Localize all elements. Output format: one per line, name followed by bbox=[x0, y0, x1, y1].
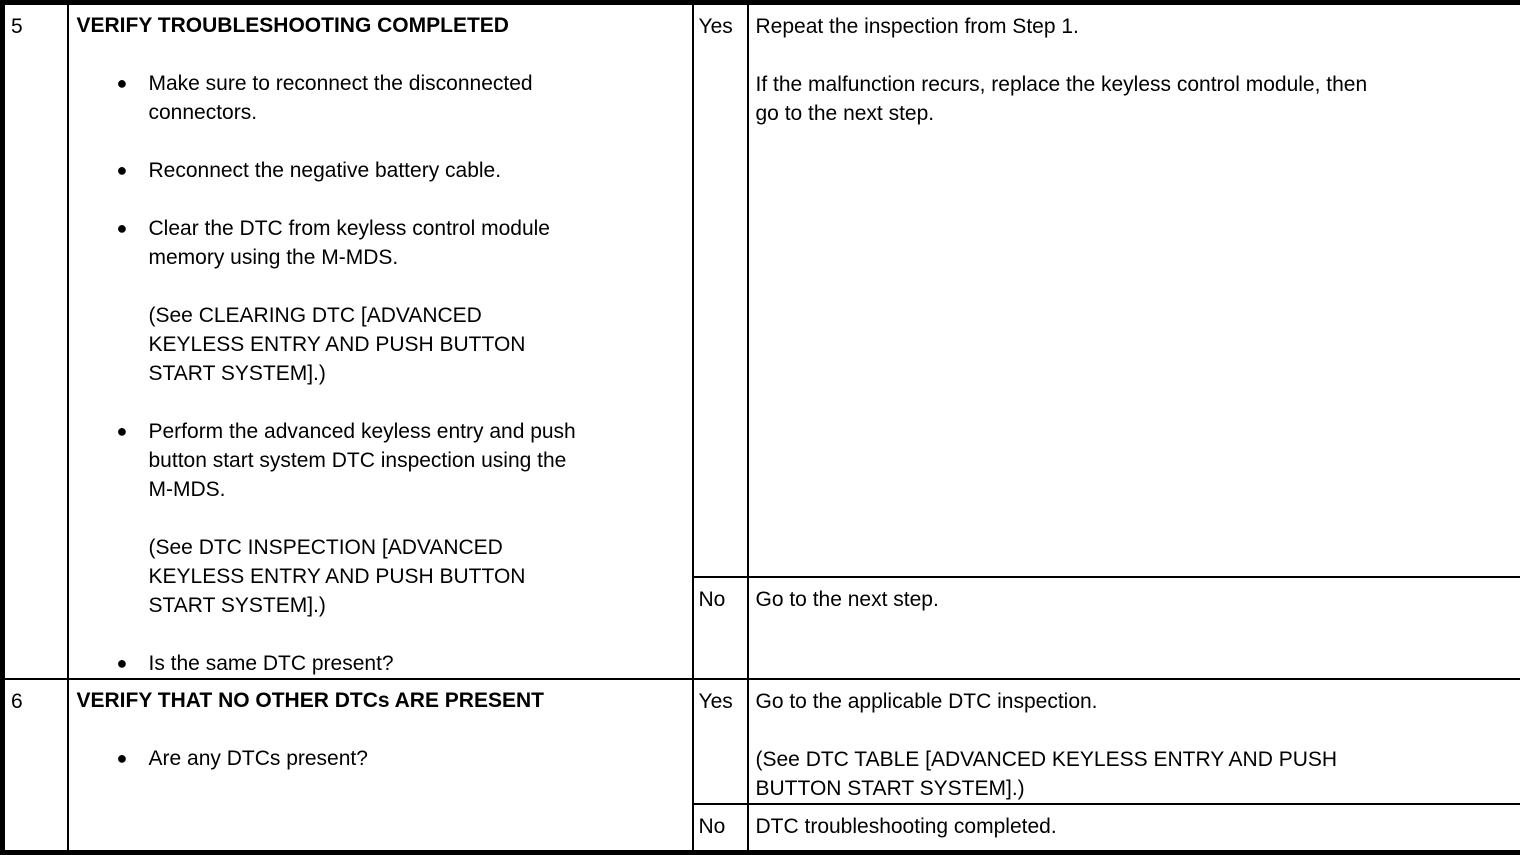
bullet-icon: ● bbox=[117, 214, 149, 272]
bullet-item: ● Make sure to reconnect the disconnecte… bbox=[117, 69, 686, 127]
action-cell: VERIFY THAT NO OTHER DTCs ARE PRESENT ● … bbox=[68, 679, 693, 852]
answer-cell-no: No bbox=[693, 804, 748, 852]
answer-cell-yes: Yes bbox=[693, 679, 748, 804]
result-text: Go to the applicable DTC inspection. (Se… bbox=[756, 687, 1515, 803]
table-row: 6 VERIFY THAT NO OTHER DTCs ARE PRESENT … bbox=[3, 679, 1520, 804]
result-cell: Go to the next step. bbox=[748, 577, 1520, 679]
result-cell: Go to the applicable DTC inspection. (Se… bbox=[748, 679, 1520, 804]
bullet-text: Is the same DTC present? bbox=[149, 649, 394, 678]
result-cell: DTC troubleshooting completed. bbox=[748, 804, 1520, 852]
answer-cell-yes: Yes bbox=[693, 3, 748, 577]
bullet-text: Reconnect the negative battery cable. bbox=[149, 156, 502, 185]
bullet-item: ● Perform the advanced keyless entry and… bbox=[117, 417, 686, 504]
table-row: 5 VERIFY TROUBLESHOOTING COMPLETED ● Mak… bbox=[3, 3, 1520, 577]
bullet-item: ● Are any DTCs present? bbox=[117, 744, 686, 773]
bullet-item: ● Is the same DTC present? bbox=[117, 649, 686, 678]
see-reference-note: (See DTC INSPECTION [ADVANCED KEYLESS EN… bbox=[149, 533, 686, 620]
bullet-icon: ● bbox=[117, 417, 149, 504]
step-title: VERIFY THAT NO OTHER DTCs ARE PRESENT bbox=[77, 686, 686, 715]
bullet-icon: ● bbox=[117, 649, 149, 678]
bullet-text: Perform the advanced keyless entry and p… bbox=[149, 417, 576, 504]
bullet-text: Make sure to reconnect the disconnected … bbox=[149, 69, 533, 127]
bullet-icon: ● bbox=[117, 744, 149, 773]
answer-cell-no: No bbox=[693, 577, 748, 679]
bullet-item: ● Clear the DTC from keyless control mod… bbox=[117, 214, 686, 272]
bullet-icon: ● bbox=[117, 156, 149, 185]
bullet-text: Clear the DTC from keyless control modul… bbox=[149, 214, 550, 272]
step-title: VERIFY TROUBLESHOOTING COMPLETED bbox=[77, 11, 686, 40]
see-reference-note: (See CLEARING DTC [ADVANCED KEYLESS ENTR… bbox=[149, 301, 686, 388]
result-text: DTC troubleshooting completed. bbox=[756, 812, 1515, 841]
action-cell: VERIFY TROUBLESHOOTING COMPLETED ● Make … bbox=[68, 3, 693, 680]
bullet-icon: ● bbox=[117, 69, 149, 127]
step-number-cell: 6 bbox=[3, 679, 68, 852]
bullet-item: ● Reconnect the negative battery cable. bbox=[117, 156, 686, 185]
step-number-cell: 5 bbox=[3, 3, 68, 680]
result-text: Go to the next step. bbox=[756, 585, 1515, 614]
result-text: Repeat the inspection from Step 1. If th… bbox=[756, 12, 1515, 128]
result-cell: Repeat the inspection from Step 1. If th… bbox=[748, 3, 1520, 577]
bullet-text: Are any DTCs present? bbox=[149, 744, 368, 773]
